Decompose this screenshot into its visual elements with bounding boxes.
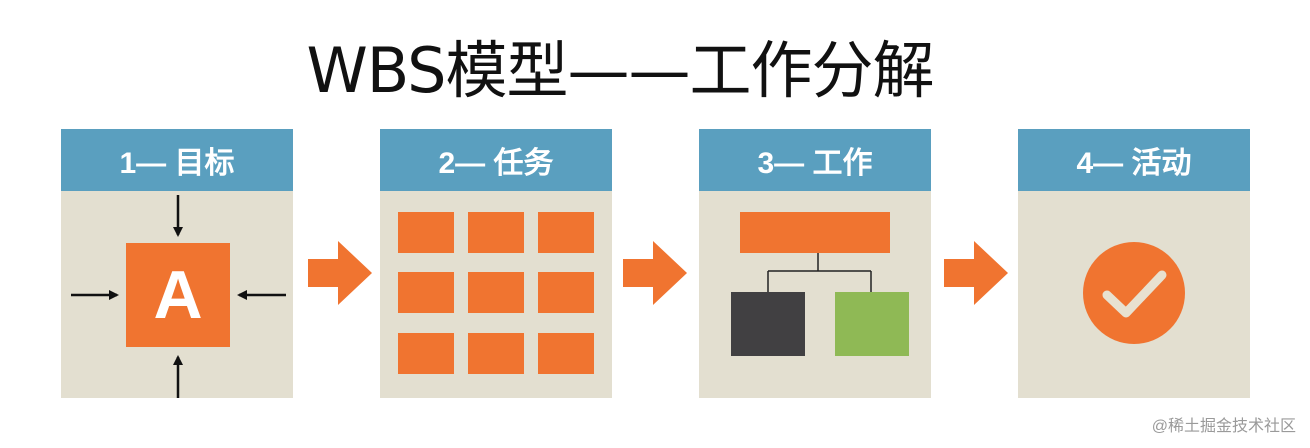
- work-parent-block: [740, 212, 890, 253]
- flow-arrow-icon: [944, 241, 1008, 305]
- task-block: [468, 212, 524, 253]
- step-tasks-header: 2— 任务: [380, 129, 612, 191]
- task-block: [538, 333, 594, 374]
- step-goal-header: 1— 目标: [61, 129, 293, 191]
- task-block: [538, 212, 594, 253]
- step-activity-header: 4— 活动: [1018, 129, 1250, 191]
- task-block: [538, 272, 594, 313]
- step-tasks-panel: 2— 任务: [380, 129, 612, 398]
- target-arrows-icon: A: [61, 191, 293, 398]
- work-child-green-block: [835, 292, 909, 356]
- watermark: @稀土掘金技术社区: [1151, 418, 1296, 435]
- activity-body: [1018, 191, 1250, 398]
- arrows-in-icon: [71, 195, 286, 398]
- page-title: WBS模型——工作分解: [306, 34, 934, 107]
- task-grid-icon: [380, 191, 612, 398]
- task-block: [468, 333, 524, 374]
- flow-arrow-icon: [623, 241, 687, 305]
- step-goal-panel: 1— 目标 A: [61, 129, 293, 398]
- step-work-panel: 3— 工作: [699, 129, 931, 398]
- step-activity-panel: 4— 活动: [1018, 129, 1250, 398]
- flow-arrow-icon: [308, 241, 372, 305]
- work-tree-icon: [699, 191, 931, 398]
- target-a-box: A: [126, 243, 230, 347]
- step-work-header: 3— 工作: [699, 129, 931, 191]
- tree-connector-icon: [767, 253, 872, 292]
- task-block: [468, 272, 524, 313]
- task-block: [398, 333, 454, 374]
- task-block: [398, 212, 454, 253]
- task-block: [398, 272, 454, 313]
- checkmark-circle-icon: [1083, 242, 1185, 344]
- work-child-dark-block: [731, 292, 805, 356]
